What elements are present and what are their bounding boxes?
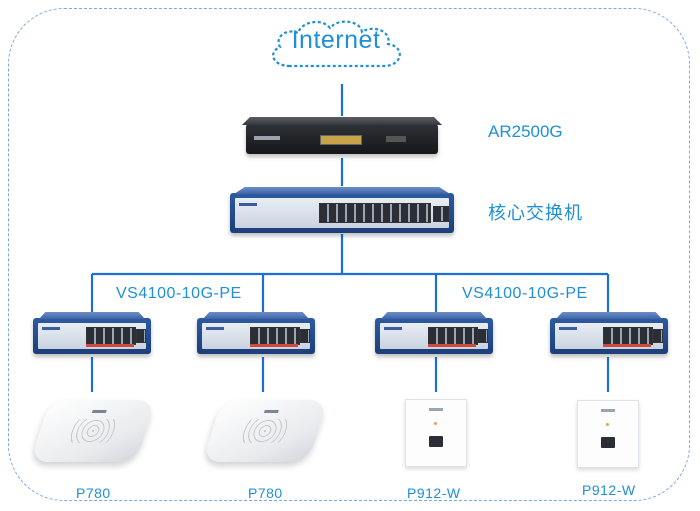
device-label-1: P780: [76, 485, 111, 501]
access-switch-2: [197, 318, 315, 354]
core-switch-device: [230, 193, 454, 233]
access-switch-label-left: VS4100-10G-PE: [116, 285, 242, 302]
access-switch-label-right: VS4100-10G-PE: [462, 285, 588, 302]
access-switch-1: [33, 318, 151, 354]
access-switch-4: [550, 318, 668, 354]
router-label: AR2500G: [488, 122, 563, 141]
device-label-2: P780: [248, 485, 283, 501]
device-label-4: P912-W: [582, 482, 636, 498]
diagram-frame: [8, 8, 690, 501]
wall-panel-ap-2: [577, 400, 639, 468]
device-label-3: P912-W: [407, 485, 461, 501]
internet-cloud-icon: [272, 20, 401, 68]
internet-label: Internet: [291, 26, 381, 54]
wall-panel-ap-1: [405, 399, 467, 467]
router-device: [246, 124, 438, 154]
core-switch-label: 核心交换机: [488, 203, 583, 223]
access-switch-3: [375, 318, 493, 354]
